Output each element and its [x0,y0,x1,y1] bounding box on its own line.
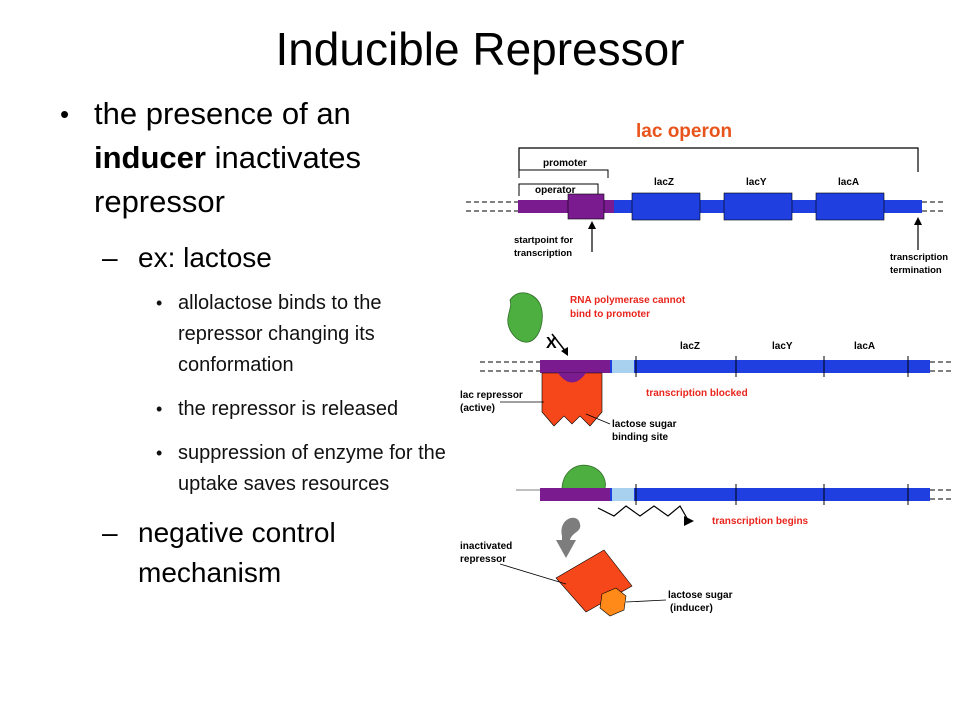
gene-lacy [723,192,793,221]
inactivated-label-1: inactivated [460,541,512,552]
dna-strand-blocked [540,360,930,373]
gene-label-lacy-2: lacY [772,341,793,352]
inactivated-label-2: repressor [460,554,506,565]
termination-label-2: termination [890,265,942,276]
lac-repressor-active [541,372,603,427]
repressor-label-2: (active) [460,403,495,414]
operon-bracket [518,147,919,172]
operator-label: operator [535,185,576,196]
transcription-begins-label: transcription begins [712,516,809,527]
rnap-note-2: bind to promoter [570,309,650,320]
dna-strand-active [540,488,930,501]
gene-label-lacy: lacY [746,177,767,188]
gene-label-lacz-2: lacZ [680,341,700,352]
bullet-inducer: the presence of an inducer inactivates r… [60,92,460,224]
bullet-inducer-post: inactivates repressor [94,140,362,219]
repressor-bound-operator [558,373,586,383]
gene-laca [815,192,885,221]
promoter-bracket [518,169,609,178]
binding-site-label-2: binding site [612,432,669,443]
gene-label-lacz: lacZ [654,177,674,188]
transcription-blocked-label: transcription blocked [646,388,748,399]
rna-polymerase-blob [507,292,543,343]
rna-polymerase-bound [561,464,606,491]
detail-bullet: the repressor is released [60,394,460,425]
startpoint-label-2: transcription [514,248,572,259]
bullet-inducer-pre: the presence of an [94,96,351,131]
promoter-label: promoter [543,158,587,169]
slide-title: Inducible Repressor [275,23,685,75]
rnap-note-1: RNA polymerase cannot [570,295,686,306]
repressor-label-1: lac repressor [460,390,523,401]
sub-bullet-negative-control-text: negative control mechanism [138,517,336,588]
bullet-inducer-bold: inducer [94,140,206,175]
mrna-strand [597,505,689,521]
lactose-inducer [599,587,627,617]
gene-lacz [631,192,701,221]
release-arrow [556,517,581,558]
sub-bullet-negative-control: –negative control mechanism [102,517,336,588]
detail-bullet: suppression of enzyme for the uptake sav… [60,438,460,500]
gene-label-laca-2: lacA [854,341,875,352]
sub-bullet-lactose-text: ex: lactose [138,242,272,273]
startpoint-label-1: startpoint for [514,235,573,246]
lac-operon-diagram: lac operon promoter operator lacZ lacY l… [460,121,952,617]
gene-label-laca: lacA [838,177,859,188]
operator-bracket [518,183,599,196]
inducer-label-2: (inducer) [670,603,713,614]
binding-site-label-1: lactose sugar [612,419,677,430]
blocked-x-mark: X [546,335,557,352]
bullet-list: the presence of an inducer inactivates r… [60,92,460,603]
sub-bullet-lactose: –ex: lactose [102,242,272,273]
diagram-heading: lac operon [636,121,732,142]
detail-bullet: allolactose binds to the repressor chang… [60,288,460,381]
inducer-label-1: lactose sugar [668,590,733,601]
termination-label-1: transcription [890,252,948,263]
operator-region [567,193,605,220]
